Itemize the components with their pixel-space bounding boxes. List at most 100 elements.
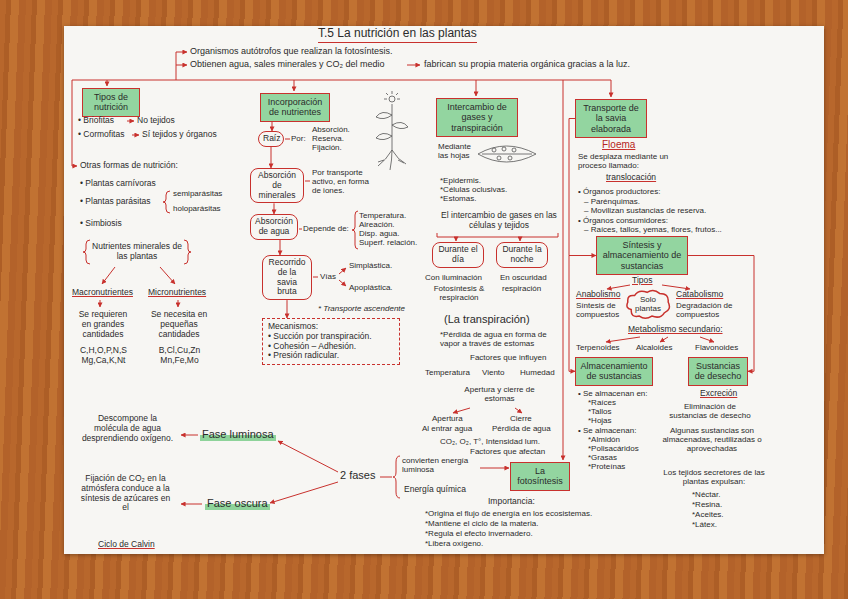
text-label: Fase oscura — [205, 497, 270, 510]
leaf-cell — [508, 156, 512, 160]
brace — [393, 456, 400, 498]
leaf-section — [478, 146, 536, 162]
text-label: *Regula el efecto invernadero. — [425, 529, 533, 538]
connector — [274, 203, 275, 214]
text-label: *Resina. — [692, 500, 722, 509]
text-label: *Polisacáridos — [588, 444, 639, 453]
node-text: Sustancias de desecho — [693, 361, 743, 382]
leaf-cell — [492, 148, 496, 152]
text-label: Cierre — [510, 414, 532, 423]
text-label: C,H,O,P,N,S Mg,Ca,K,Nt — [76, 346, 131, 366]
text-label: Excreción — [700, 389, 737, 399]
arrow — [339, 268, 346, 274]
text-label: *Pérdida de agua en forma de vapor a tra… — [440, 330, 560, 348]
node-text: Solo plantas — [632, 295, 664, 313]
arrow — [563, 80, 564, 460]
arrow — [102, 267, 115, 284]
highlight-box: Sustancias de desecho — [688, 357, 748, 386]
text-label: *Aceites. — [692, 510, 724, 519]
leaf-cell — [502, 147, 506, 151]
text-label: Temperatura. — [359, 211, 406, 220]
node-text: • Presión radicular. — [268, 351, 394, 361]
arrow — [480, 468, 509, 469]
node-text: Transporte de la savia elaborada — [580, 103, 642, 134]
text-label: Macronutrientes — [72, 288, 133, 298]
text-label: *Tallos — [588, 407, 612, 416]
text-label: Con iluminación — [425, 273, 482, 282]
text-label: • Órganos consumidores: — [578, 216, 668, 225]
leaf-cell — [512, 148, 516, 152]
node-text: Absorción de minerales — [255, 171, 299, 200]
text-label: • Briofitas — [78, 116, 114, 126]
dashed-box: Mecanismos:• Succión por transpiración.•… — [262, 318, 400, 365]
brace — [163, 191, 170, 213]
text-label: convierten energía luminosa — [402, 456, 478, 474]
leader-line — [313, 277, 318, 278]
text-label: *Proteínas — [588, 462, 625, 471]
text-label: En oscuridad — [500, 273, 547, 282]
flower — [389, 96, 395, 102]
text-label: *Libera oxígeno. — [425, 539, 483, 548]
text-label: Viento — [482, 368, 505, 377]
text-label: Por transporte activo, en forma de iones… — [312, 168, 374, 196]
arrow — [606, 337, 640, 342]
flower-petals — [384, 91, 400, 99]
node-text: • Cohesión – Adhesión. — [268, 342, 394, 352]
highlight-box: Intercambio de gases y transpiración — [436, 98, 518, 137]
node-text: Raíz — [263, 134, 279, 144]
text-label: Disp. agua. — [359, 229, 399, 238]
text-label: *Grasas — [588, 453, 617, 462]
text-label: Superf. relación. — [359, 238, 417, 247]
text-label: Fijación. — [312, 143, 342, 152]
text-label: Fase luminosa — [200, 428, 276, 441]
text-label: • Se almacenan: — [578, 426, 636, 435]
text-label: Degradación de compuestos — [676, 301, 738, 319]
highlight-box: Almacenamiento de sustancias — [575, 357, 653, 386]
text-label: *Epidermis. — [440, 176, 481, 185]
arrow — [181, 504, 202, 505]
plant-leaves — [376, 112, 408, 139]
text-label: Ciclo de Calvin — [98, 540, 155, 550]
text-label: holoparásitas — [173, 204, 221, 213]
leaf-cell — [497, 156, 501, 160]
text-label: Otras formas de nutrición: — [80, 161, 178, 171]
text-label: (La transpiración) — [444, 313, 530, 326]
node-text: Recorrido de la savia bruta — [267, 258, 307, 297]
text-label: Sí tejidos y órganos — [142, 130, 217, 140]
text-label: • Plantas parásitas — [80, 197, 151, 207]
leader-line — [305, 181, 310, 182]
text-label: Aireación. — [359, 220, 395, 229]
brace — [352, 211, 358, 249]
text-label: *Raíces — [588, 398, 616, 407]
arrow — [178, 300, 179, 307]
text-label: • Cormofitas — [78, 130, 124, 140]
text-label: Factores que influyen — [470, 353, 547, 362]
arrow — [181, 435, 198, 436]
text-label: Humedad — [520, 368, 555, 377]
text-label: Depende de: — [303, 224, 349, 233]
arrow — [160, 267, 175, 284]
arrow — [278, 441, 338, 472]
text-label: Se desplaza mediante un proceso llamado: — [578, 152, 693, 170]
text-label: Mediante las hojas — [438, 142, 476, 160]
brace — [83, 240, 90, 264]
text-label: • Plantas carnívoras — [80, 179, 156, 189]
text-label: Apoplástica. — [349, 283, 393, 292]
text-label: *Células oclusivas. — [440, 185, 507, 194]
text-label: Factores que afectan — [470, 447, 545, 456]
text-label: No tejidos — [137, 116, 175, 126]
arrow — [132, 135, 139, 136]
connector — [271, 147, 272, 168]
arrow — [407, 65, 420, 66]
connector — [287, 300, 288, 318]
arrow — [453, 408, 470, 413]
text-label: Obtienen agua, sales minerales y CO₂ del… — [190, 59, 385, 69]
text-label: Importancia: — [488, 497, 535, 507]
arrow — [100, 300, 101, 307]
text-label: Alcaloides — [636, 343, 672, 352]
plant-stem — [392, 104, 393, 150]
text-label: * Transporte ascendente — [318, 304, 405, 313]
arrow — [456, 237, 457, 241]
rounded-box: Absorción de minerales — [250, 168, 304, 203]
text-label: translocación — [606, 173, 656, 183]
